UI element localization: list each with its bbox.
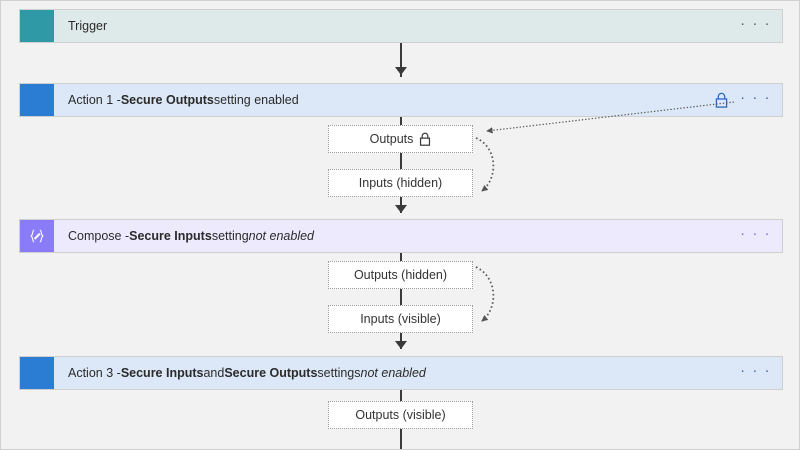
- node-action1[interactable]: Action 1 - Secure Outputs setting enable…: [19, 83, 783, 117]
- connector-trigger-to-action1: [400, 43, 402, 77]
- annotation-curve-outputs-to-inputs-2: [475, 266, 495, 322]
- detail-compose-outputs[interactable]: Outputs (hidden): [328, 261, 473, 289]
- detail-action1-inputs-label: Inputs (hidden): [358, 176, 443, 190]
- overflow-menu-icon[interactable]: · · ·: [740, 15, 771, 32]
- connector-outputs-to-inputs-1: [400, 153, 402, 169]
- annotation-curve-outputs-to-inputs-1: [475, 137, 495, 192]
- node-compose[interactable]: Compose - Secure Inputs setting not enab…: [19, 219, 783, 253]
- detail-action1-outputs-label: Outputs: [369, 132, 414, 146]
- node-compose-actions: · · ·: [740, 220, 782, 252]
- node-action3[interactable]: Action 3 - Secure Inputs and Secure Outp…: [19, 356, 783, 390]
- trigger-square-icon: [20, 10, 54, 42]
- connector-compose-to-outputs: [400, 253, 402, 264]
- lock-icon: [715, 92, 728, 108]
- compose-braces-icon: [20, 220, 54, 252]
- node-compose-label: Compose - Secure Inputs setting not enab…: [68, 229, 314, 243]
- arrowhead-action1-to-compose: [395, 205, 407, 213]
- node-trigger-actions: · · ·: [740, 10, 782, 42]
- detail-action3-outputs[interactable]: Outputs (visible): [328, 401, 473, 429]
- arrowhead-trigger-to-action1: [395, 67, 407, 75]
- overflow-menu-icon[interactable]: · · ·: [740, 89, 771, 106]
- connector-outputs-to-inputs-2: [400, 289, 402, 305]
- lock-icon: [419, 132, 431, 146]
- node-trigger[interactable]: Trigger · · ·: [19, 9, 783, 43]
- action-square-icon: [20, 357, 54, 389]
- connector-action3-below: [400, 429, 402, 449]
- overflow-menu-icon[interactable]: · · ·: [740, 362, 771, 379]
- detail-action1-inputs[interactable]: Inputs (hidden): [328, 169, 473, 197]
- node-action3-label: Action 3 - Secure Inputs and Secure Outp…: [68, 366, 426, 380]
- arrowhead-compose-to-action3: [395, 341, 407, 349]
- detail-compose-inputs[interactable]: Inputs (visible): [328, 305, 473, 333]
- action-square-icon: [20, 84, 54, 116]
- connector-action3-to-outputs: [400, 390, 402, 403]
- detail-compose-inputs-label: Inputs (visible): [360, 312, 441, 326]
- detail-action1-outputs[interactable]: Outputs: [328, 125, 473, 153]
- node-trigger-label: Trigger: [68, 19, 108, 33]
- detail-compose-outputs-label: Outputs (hidden): [353, 268, 448, 282]
- overflow-menu-icon[interactable]: · · ·: [740, 225, 771, 242]
- connector-action1-to-outputs: [400, 117, 402, 128]
- node-action1-label: Action 1 - Secure Outputs setting enable…: [68, 93, 299, 107]
- node-action3-actions: · · ·: [740, 357, 782, 389]
- detail-action3-outputs-label: Outputs (visible): [355, 408, 446, 422]
- node-action1-actions: · · ·: [715, 84, 782, 116]
